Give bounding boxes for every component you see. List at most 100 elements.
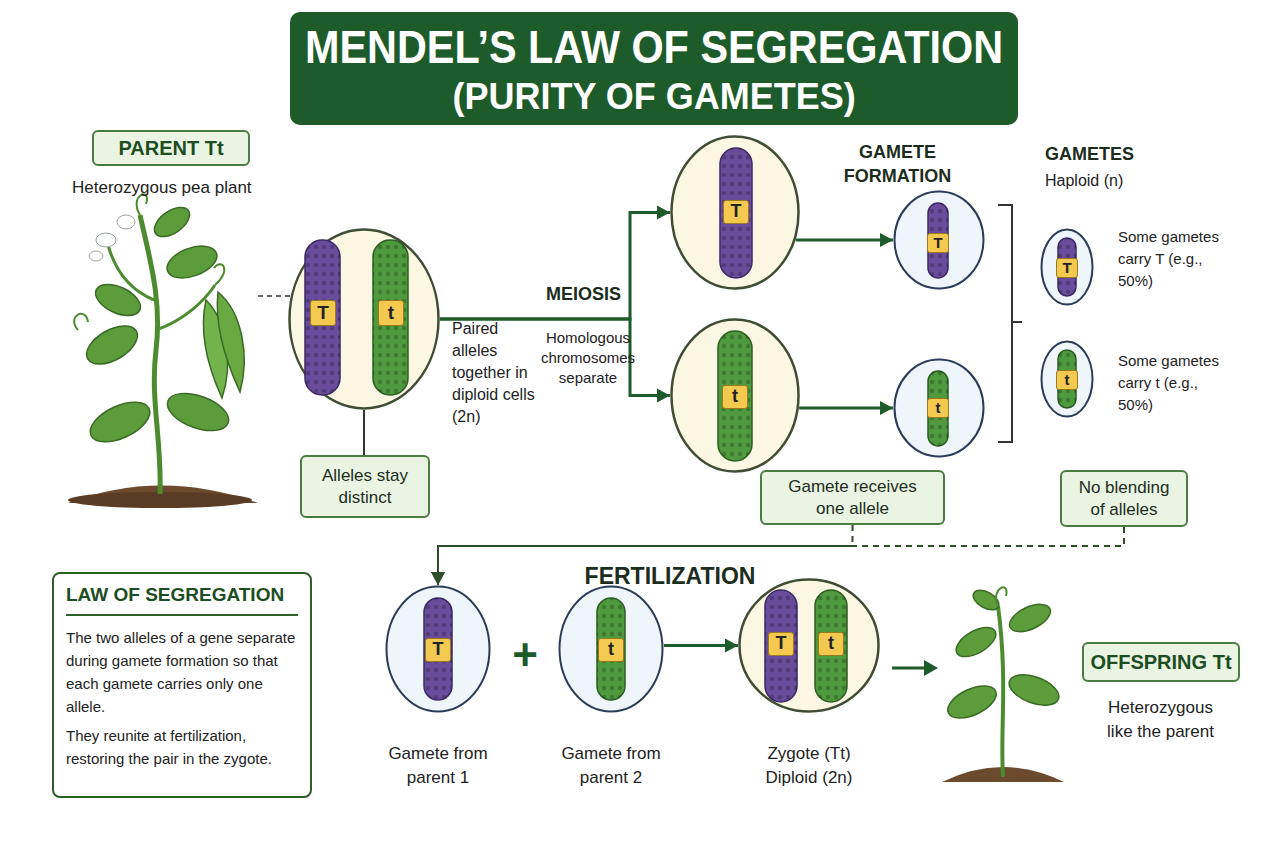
annotation-label: GAMETES — [1045, 144, 1165, 165]
arrow-head — [431, 572, 445, 585]
allele-tag: t — [598, 638, 624, 662]
allele-tag: t — [818, 632, 844, 656]
connector-line — [440, 213, 670, 320]
allele-tag: t — [1056, 370, 1078, 390]
plant-stem — [140, 215, 160, 494]
arrow-head — [657, 389, 670, 403]
gamete-cell: T — [385, 585, 491, 713]
allele-tag: t — [378, 300, 404, 326]
allele-tag: T — [310, 300, 336, 326]
leaf — [91, 278, 145, 322]
cell-membrane — [895, 192, 984, 289]
leaf — [1005, 599, 1054, 638]
annotation-label: + — [505, 630, 545, 680]
diagram-title: MENDEL’S LAW OF SEGREGATION — [305, 20, 1003, 74]
connector — [796, 233, 893, 247]
leaf — [84, 394, 156, 450]
allele-tag: T — [425, 638, 451, 662]
connector — [664, 639, 738, 653]
title-banner — [290, 12, 1018, 125]
note-box: Gamete receives one allele — [760, 470, 945, 525]
definition-heading: LAW OF SEGREGATION — [66, 584, 298, 616]
connector — [364, 410, 365, 455]
tendril — [137, 194, 147, 215]
dividing-cell: T — [670, 135, 800, 290]
diploid-cell: Tt — [288, 228, 440, 410]
note-text: No blending of alleles — [1074, 477, 1174, 521]
gamete-cell: T — [893, 190, 985, 290]
annotation-label: Some gametes carry t (e.g., 50%) — [1118, 350, 1230, 416]
allele-tag: T — [927, 233, 949, 253]
cell-membrane — [895, 360, 984, 457]
arrow-head — [924, 660, 938, 676]
dividing-cell: t — [670, 318, 800, 473]
allele-tag: T — [768, 632, 794, 656]
genotype-label: PARENT Tt — [118, 137, 223, 160]
leaf — [943, 679, 1001, 725]
note-text: Gamete receives one allele — [778, 476, 928, 520]
plant-stem — [998, 606, 1003, 777]
leader-line — [258, 295, 290, 297]
plant-branch — [108, 245, 154, 300]
soil — [942, 767, 1064, 782]
annotation-label: Heterozygous pea plant — [72, 178, 302, 198]
connector-line — [799, 407, 893, 410]
cell-membrane — [740, 580, 879, 712]
tendril — [74, 314, 88, 330]
connector-line — [664, 644, 738, 647]
annotation-label: Paired alleles together in diploid cells… — [452, 318, 544, 428]
allele-tag: T — [1056, 258, 1078, 278]
arrow-head — [657, 206, 670, 220]
edge-label: MEIOSIS — [546, 284, 636, 305]
bracket — [998, 205, 1022, 442]
cell-membrane — [387, 587, 490, 712]
genotype-box: OFFSPRING Tt — [1082, 642, 1240, 682]
annotation-label: Some gametes carry T (e.g., 50%) — [1118, 226, 1230, 292]
gamete-cell: T — [1040, 228, 1094, 306]
leaf — [951, 621, 1000, 662]
annotation-label: Haploid (n) — [1045, 172, 1165, 190]
leaf — [162, 386, 233, 438]
leaf — [1005, 669, 1063, 711]
cell-membrane — [672, 137, 799, 289]
note-text: Alleles stay distinct — [310, 465, 420, 509]
cell-membrane — [560, 587, 663, 712]
flower — [117, 215, 135, 229]
leaf — [80, 318, 143, 372]
definition-body: They reunite at fertilization, restoring… — [66, 724, 298, 770]
allele-tag: t — [722, 385, 748, 409]
annotation-label: (PURITY OF GAMETES) — [453, 76, 856, 118]
leaf — [970, 586, 1002, 614]
arrow-head — [880, 233, 893, 247]
parent-pea-plant — [68, 194, 258, 508]
annotation-label: Gamete from parent 2 — [561, 742, 661, 790]
gamete-cell: t — [558, 585, 664, 713]
genotype-label: OFFSPRING Tt — [1090, 651, 1231, 674]
gamete-cell: t — [1040, 340, 1094, 418]
edge-label: Homologous chromosomes separate — [538, 328, 638, 388]
annotation-label: Gamete from parent 1 — [388, 742, 488, 790]
plant-branch — [156, 285, 215, 330]
connector-line — [438, 527, 1124, 585]
tendril — [996, 587, 1006, 606]
cell-membrane — [1042, 342, 1093, 417]
cell-outline — [738, 578, 880, 713]
genotype-box: PARENT Tt — [92, 130, 250, 166]
connector — [431, 527, 1124, 585]
connector-line — [796, 239, 893, 242]
offspring-pea-plant — [942, 586, 1064, 782]
annotation-label: GAMETE FORMATION — [835, 140, 960, 188]
note-box: No blending of alleles — [1060, 470, 1188, 527]
zygote-cell: Tt — [738, 578, 880, 713]
connector — [440, 206, 670, 320]
arrow-line — [892, 667, 926, 670]
pea-pod — [217, 292, 244, 392]
tendril — [214, 264, 224, 285]
arrow-head — [880, 401, 893, 415]
cell-membrane — [290, 230, 439, 409]
connector-line — [363, 410, 365, 455]
allele-tag: T — [723, 200, 749, 224]
connector — [799, 401, 893, 415]
soil — [68, 486, 258, 504]
